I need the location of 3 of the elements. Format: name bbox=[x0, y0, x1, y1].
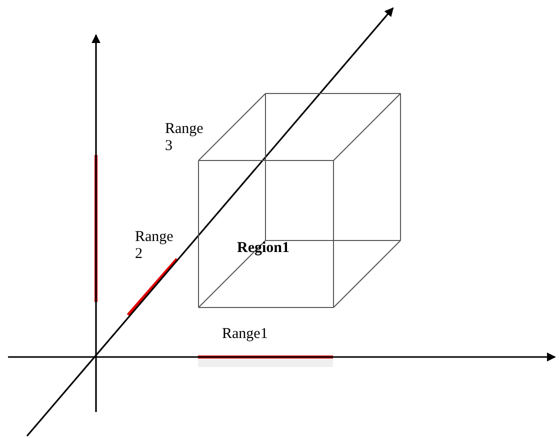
range-label: Range 2 bbox=[135, 229, 174, 263]
range-label: Range1 bbox=[222, 326, 269, 343]
range-label: Range 3 bbox=[165, 121, 204, 155]
